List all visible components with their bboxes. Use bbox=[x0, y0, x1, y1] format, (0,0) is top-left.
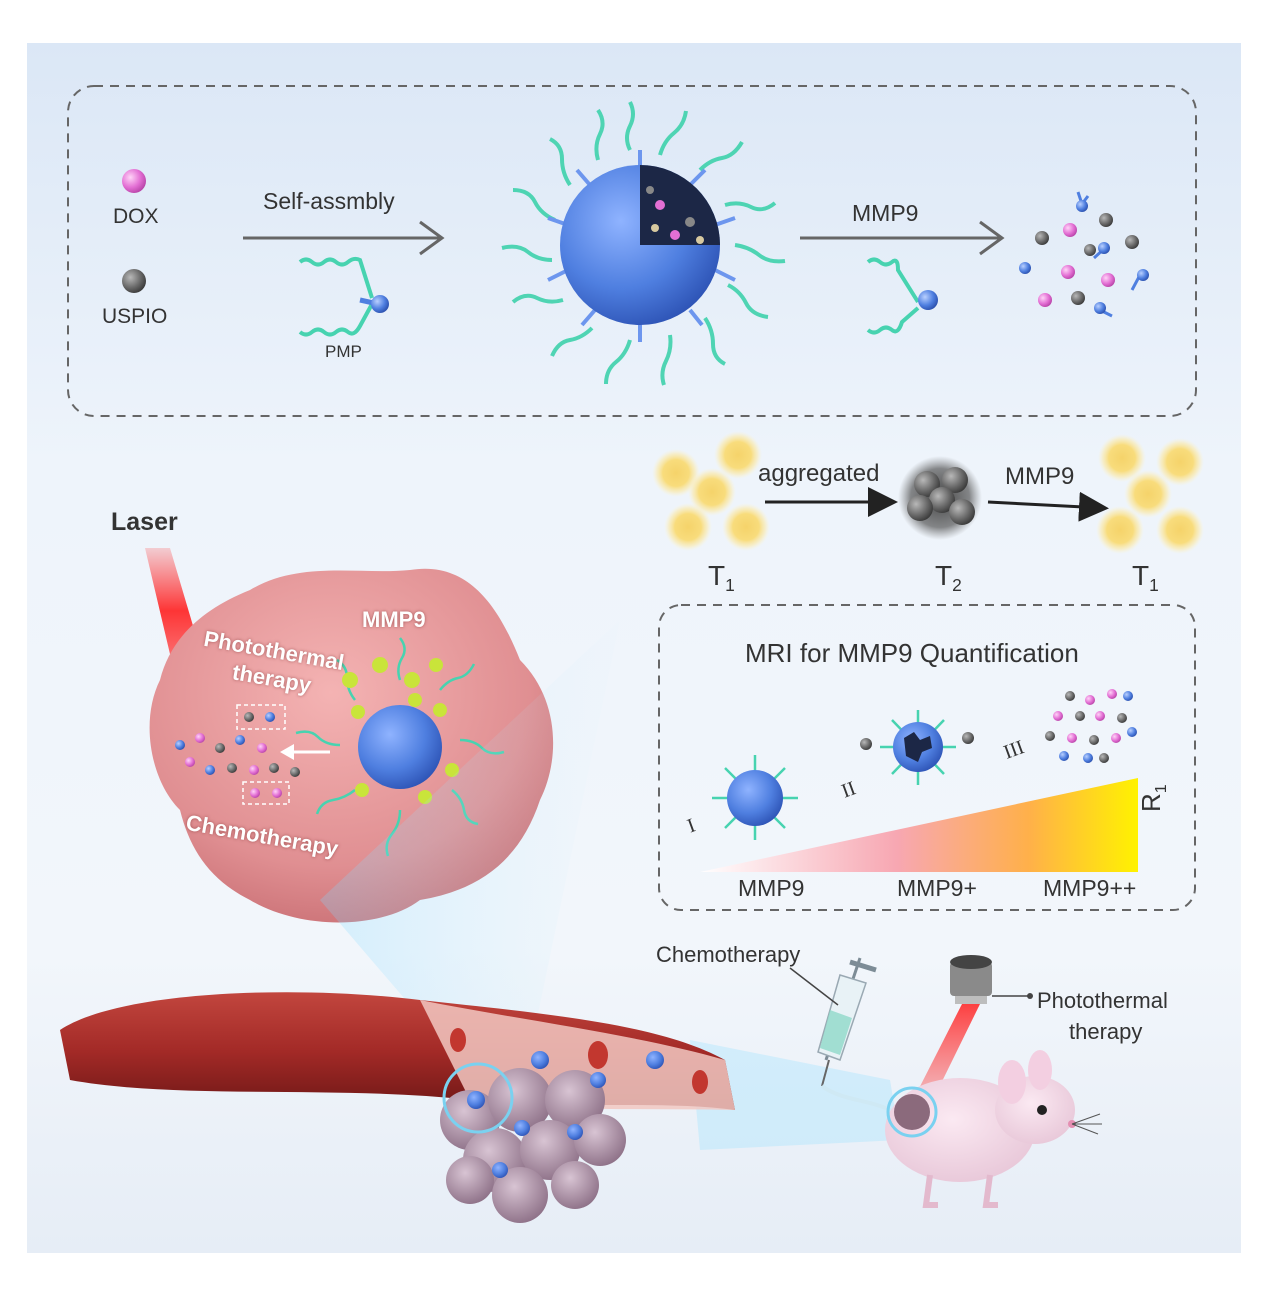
stage-2-nanoparticle-icon bbox=[860, 710, 974, 785]
level-mmp9-plusplus-label: MMP9++ bbox=[1043, 875, 1137, 901]
cleaved-pmp-icon bbox=[866, 257, 938, 335]
mri-title: MRI for MMP9 Quantification bbox=[745, 638, 1079, 668]
chemotherapy-pointer bbox=[789, 967, 839, 1006]
red-blood-cell-icon bbox=[588, 1041, 608, 1069]
t1-dispersed-particles-right bbox=[1096, 434, 1204, 554]
t1-left-label: T1 bbox=[708, 560, 735, 596]
mri-panel bbox=[658, 604, 1196, 911]
zoom-beam-tumor bbox=[320, 620, 620, 1100]
self-assembly-label: Self-assmbly bbox=[263, 188, 395, 214]
tumor-cell-cluster bbox=[440, 1051, 664, 1223]
t1-right-label: T1 bbox=[1132, 560, 1159, 596]
uspio-sphere-icon bbox=[122, 269, 146, 293]
r1-axis-label: R1 bbox=[1136, 784, 1170, 812]
dox-sphere-icon bbox=[122, 169, 146, 193]
stage-3-released-particles-icon bbox=[1045, 689, 1137, 763]
mmp9-cleavage-arrow bbox=[800, 220, 1005, 256]
zoom-beam-mouse bbox=[690, 1040, 900, 1150]
t2-aggregated-cluster bbox=[898, 456, 982, 540]
aggregated-label: aggregated bbox=[758, 460, 880, 487]
treatment-therapy-label: therapy bbox=[1069, 1019, 1143, 1044]
relaxation-mmp9-label: MMP9 bbox=[1005, 463, 1075, 490]
pmp-label: PMP bbox=[325, 342, 362, 361]
photothermal-pointer-dot bbox=[1027, 993, 1033, 999]
pmp-molecule-icon bbox=[298, 256, 389, 337]
chemotherapy-box bbox=[242, 781, 290, 805]
t2-label: T2 bbox=[935, 560, 962, 596]
photothermal-box bbox=[236, 704, 286, 730]
uspio-label: USPIO bbox=[102, 305, 168, 328]
payload-release-arrowhead bbox=[280, 744, 294, 760]
mouse-icon bbox=[885, 1050, 1102, 1208]
red-blood-cell-icon bbox=[450, 1028, 466, 1052]
treatment-chemotherapy-label: Chemotherapy bbox=[656, 942, 801, 967]
released-particles-icon bbox=[1019, 191, 1149, 318]
r1-gradient-wedge bbox=[700, 778, 1138, 872]
zoom-circle bbox=[442, 1062, 514, 1134]
self-assembly-arrow bbox=[243, 220, 445, 256]
treatment-photothermal-label: Photothermal bbox=[1037, 988, 1168, 1013]
synthesis-panel bbox=[67, 85, 1197, 417]
level-mmp9-label: MMP9 bbox=[738, 875, 805, 901]
t1-dispersed-particles-left bbox=[652, 431, 770, 551]
tumor-nanoparticle-icon bbox=[295, 637, 505, 857]
tumor-mmp9-label: MMP9 bbox=[362, 607, 426, 632]
top-mmp9-label: MMP9 bbox=[852, 200, 919, 226]
level-mmp9-plus-label: MMP9+ bbox=[897, 875, 977, 901]
stage-1-nanoparticle-icon bbox=[712, 755, 798, 840]
released-payload-icon bbox=[175, 712, 300, 798]
laser-label: Laser bbox=[111, 508, 178, 536]
dox-label: DOX bbox=[113, 205, 159, 228]
nanoparticle-assembly-icon bbox=[501, 101, 786, 386]
red-blood-cell-icon bbox=[692, 1070, 708, 1094]
laser-device-icon bbox=[950, 955, 992, 1004]
mmp9-dispersion-arrow bbox=[987, 491, 1109, 522]
tail-tube bbox=[820, 1084, 891, 1112]
syringe-icon bbox=[817, 957, 877, 1087]
